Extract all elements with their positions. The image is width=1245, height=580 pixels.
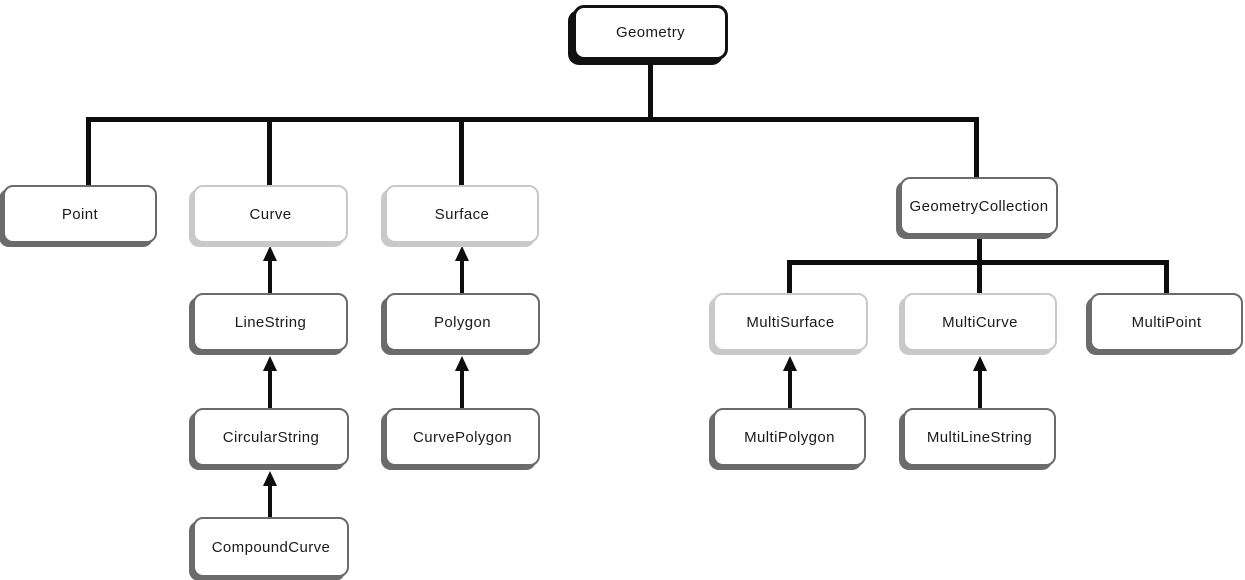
arrow-curvepolygon-to-polygon	[455, 356, 469, 409]
node-multisurface: MultiSurface	[713, 293, 868, 351]
node-point: Point	[3, 185, 157, 243]
connector-multipoint-drop	[1164, 260, 1169, 295]
connector-curve-drop	[267, 117, 272, 187]
arrow-linestring-to-curve	[263, 246, 277, 294]
arrow-shaft	[459, 367, 465, 409]
arrow-multilinestring-to-multicurve	[973, 356, 987, 409]
node-geometry: Geometry	[573, 5, 728, 60]
arrowhead-up-icon	[263, 356, 277, 371]
arrow-circularstring-to-linestring	[263, 356, 277, 409]
connector-geometry-children-horizontal	[86, 117, 979, 122]
node-multipolygon: MultiPolygon	[713, 408, 866, 466]
connector-surface-drop	[459, 117, 464, 187]
arrow-shaft	[267, 367, 273, 409]
node-linestring: LineString	[193, 293, 348, 351]
node-geometrycollection: GeometryCollection	[900, 177, 1058, 235]
arrow-multipolygon-to-multisurface	[783, 356, 797, 409]
arrowhead-up-icon	[973, 356, 987, 371]
arrow-shaft	[787, 367, 793, 409]
connector-collection-children-horizontal	[787, 260, 1169, 265]
node-curve: Curve	[193, 185, 348, 243]
arrowhead-up-icon	[263, 246, 277, 261]
connector-geometry-vertical	[648, 58, 653, 122]
node-curvepolygon: CurvePolygon	[385, 408, 540, 466]
connector-multisurface-drop	[787, 260, 792, 295]
arrow-polygon-to-surface	[455, 246, 469, 294]
node-circularstring: CircularString	[193, 408, 349, 466]
arrowhead-up-icon	[455, 356, 469, 371]
arrow-shaft	[977, 367, 983, 409]
arrowhead-up-icon	[263, 471, 277, 486]
node-polygon: Polygon	[385, 293, 540, 351]
node-surface: Surface	[385, 185, 539, 243]
arrow-shaft	[267, 257, 273, 294]
node-multipoint: MultiPoint	[1090, 293, 1243, 351]
node-multilinestring: MultiLineString	[903, 408, 1056, 466]
connector-point-drop	[86, 117, 91, 187]
arrowhead-up-icon	[455, 246, 469, 261]
arrow-compoundcurve-to-circularstring	[263, 471, 277, 518]
connector-geometrycollection-drop	[974, 117, 979, 179]
node-compoundcurve: CompoundCurve	[193, 517, 349, 577]
arrowhead-up-icon	[783, 356, 797, 371]
arrow-shaft	[459, 257, 465, 294]
arrow-shaft	[267, 482, 273, 518]
node-multicurve: MultiCurve	[903, 293, 1057, 351]
